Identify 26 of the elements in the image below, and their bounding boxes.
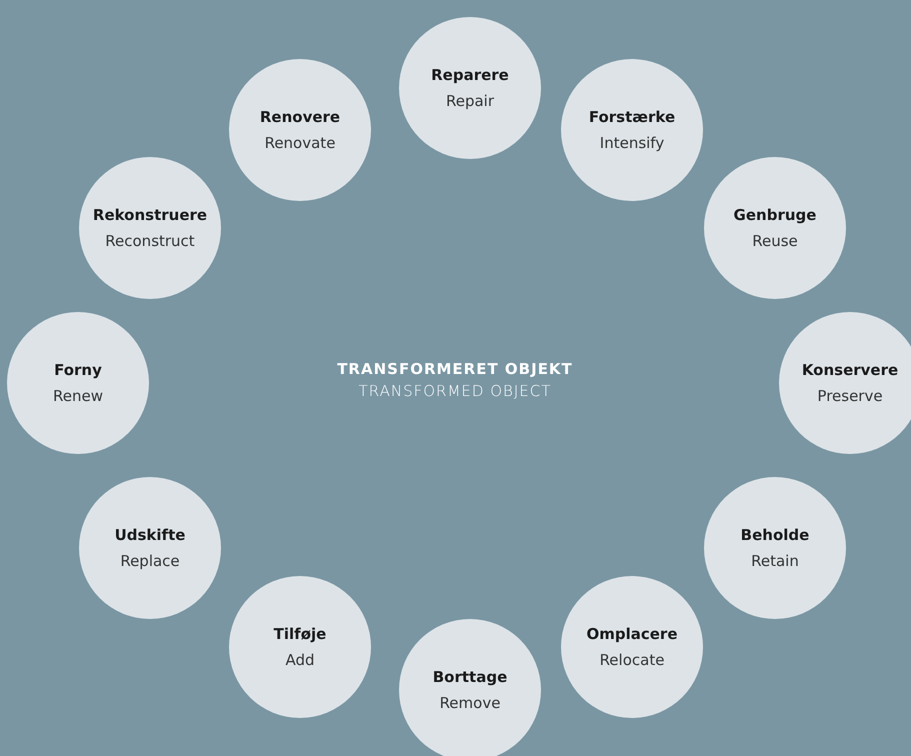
english-term: Replace	[120, 552, 180, 570]
danish-term: Genbruge	[734, 206, 816, 224]
danish-term: Rekonstruere	[92, 206, 208, 224]
danish-term: Konservere	[802, 361, 898, 379]
english-term: Remove	[440, 694, 500, 712]
english-term: Renew	[53, 387, 103, 405]
danish-term: Beholde	[740, 526, 810, 544]
danish-term: Forny	[54, 361, 102, 379]
center-title: TRANSFORMERET OBJEKT	[336, 360, 574, 378]
danish-term: Forstærke	[588, 108, 676, 126]
danish-term: Omplacere	[586, 625, 678, 643]
danish-term: Renovere	[260, 108, 340, 126]
danish-term: Reparere	[431, 66, 509, 84]
english-term: Repair	[446, 92, 494, 110]
english-term: Renovate	[264, 134, 336, 152]
english-term: Preserve	[817, 387, 883, 405]
danish-term: Borttage	[432, 668, 508, 686]
english-term: Add	[285, 651, 315, 669]
english-term: Reconstruct	[105, 232, 195, 250]
english-term: Retain	[751, 552, 799, 570]
danish-term: Tilføje	[274, 625, 326, 643]
english-term: Relocate	[600, 651, 664, 669]
center-subtitle: TRANSFORMED OBJECT	[358, 382, 552, 400]
english-term: Intensify	[600, 134, 664, 152]
english-term: Reuse	[752, 232, 798, 250]
danish-term: Udskifte	[114, 526, 186, 544]
